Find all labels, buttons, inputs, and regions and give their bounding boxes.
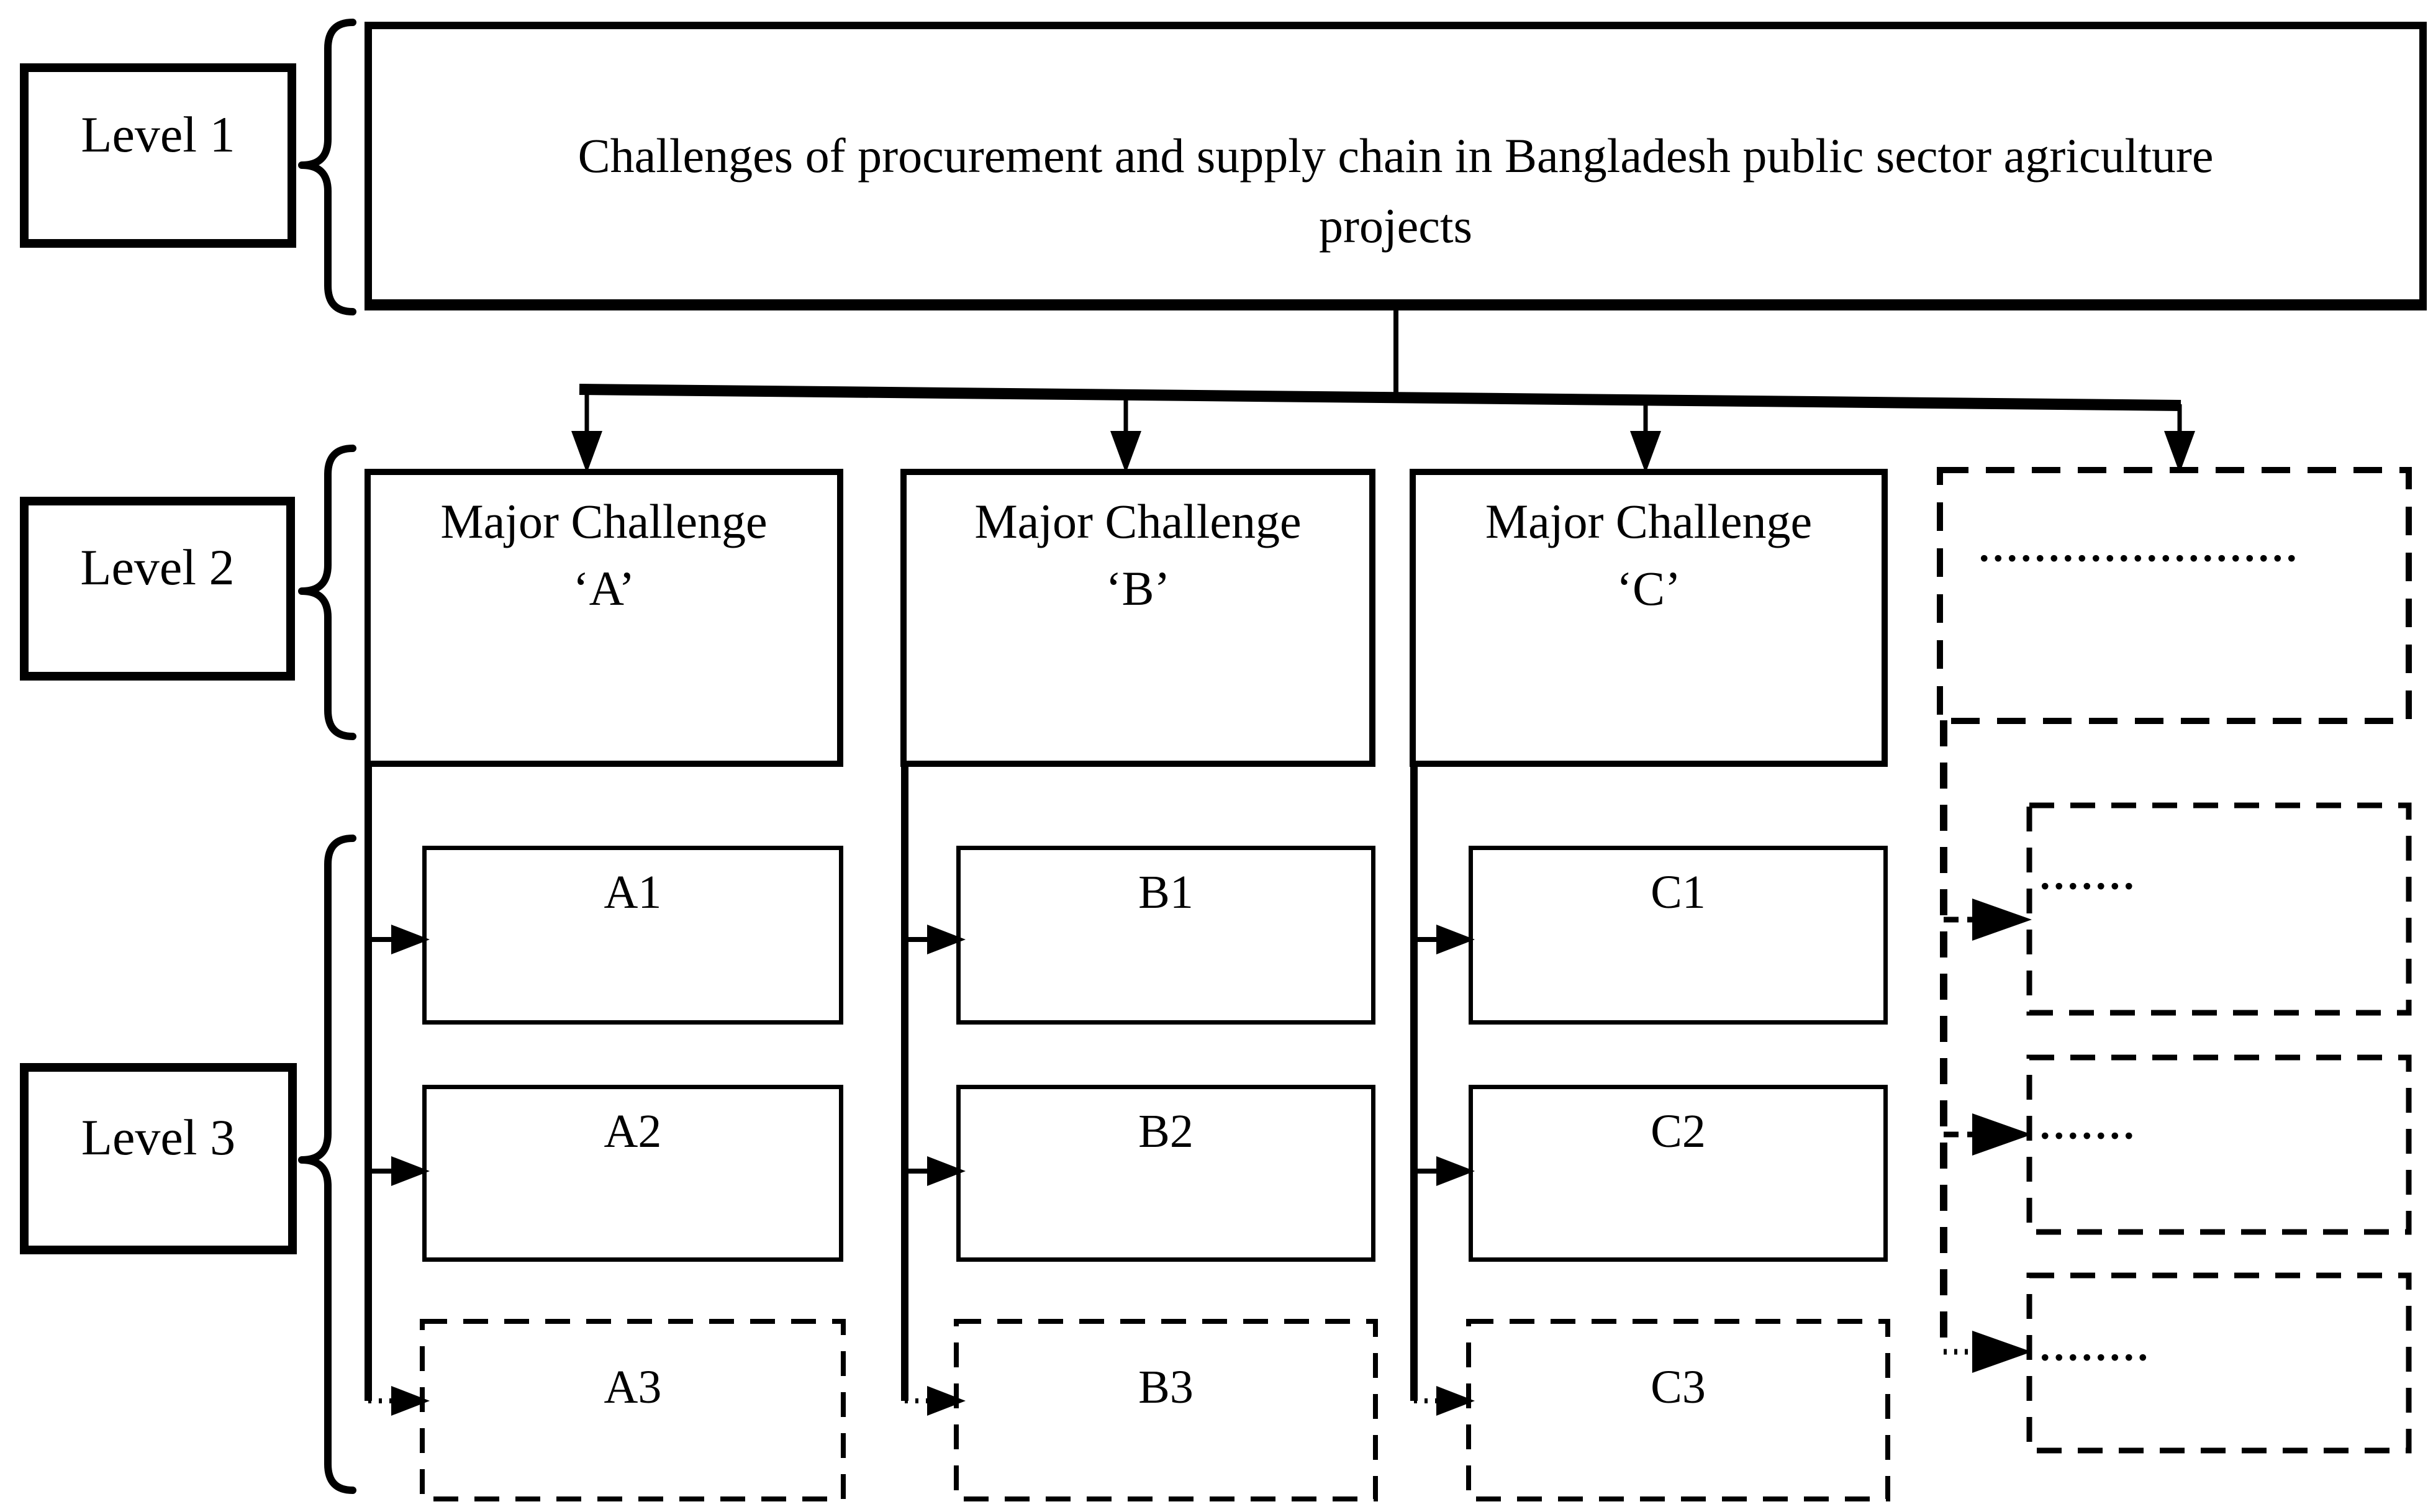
sub-label-b3: B3 [1138, 1361, 1194, 1413]
sub-label-a3: A3 [604, 1361, 662, 1413]
level-2-label: Level 2 [80, 539, 235, 595]
level-1-label-box: Level 1 [20, 63, 296, 248]
root-title: Challenges of procurement and supply cha… [578, 129, 2214, 253]
right-arrow-icon [1972, 899, 2032, 941]
sub-label-a2: A2 [604, 1105, 662, 1157]
sub-box-a1: A1 [422, 846, 843, 1025]
sub-label-c3: C3 [1651, 1361, 1706, 1413]
major-challenge-a-title: Major Challenge [440, 494, 768, 548]
sub-box-b1: B1 [956, 846, 1375, 1025]
level-3-label: Level 3 [81, 1109, 236, 1166]
major-challenge-d-dots: ....................... [1977, 512, 2299, 573]
column-d-connector [1940, 720, 1977, 1355]
column-b-connector [901, 764, 933, 1403]
sub-label-a1: A1 [604, 866, 662, 918]
level-2-brace [298, 445, 356, 740]
sub-dots-d3: ........ [2038, 1311, 2150, 1372]
sub-box-c2: C2 [1469, 1085, 1888, 1262]
sub-dots-d1: ....... [2038, 840, 2136, 901]
right-arrow-icon [1972, 1331, 2032, 1373]
root-connector [579, 307, 2182, 435]
major-challenge-c-title: Major Challenge [1485, 494, 1813, 548]
column-a-connector [365, 764, 397, 1403]
level-1-brace [298, 19, 356, 315]
major-challenge-b-box: Major Challenge ‘B’ [900, 469, 1375, 767]
column-d-arrowheads [1972, 899, 2032, 1373]
right-arrow-icon [1972, 1113, 2032, 1156]
sub-box-c1: C1 [1469, 846, 1888, 1025]
sub-box-b2: B2 [956, 1085, 1375, 1262]
level-3-label-box: Level 3 [20, 1063, 297, 1254]
down-arrow-icon [1110, 431, 1141, 473]
sub-dots-d2: ....... [2038, 1089, 2136, 1151]
major-challenge-a-letter: ‘A’ [573, 561, 635, 615]
root-title-box: Challenges of procurement and supply cha… [365, 22, 2427, 310]
level-3-brace [298, 835, 356, 1494]
down-arrow-icon [1630, 431, 1661, 473]
root-arrowheads [571, 431, 2195, 473]
level-2-label-box: Level 2 [20, 497, 295, 681]
major-challenge-c-box: Major Challenge ‘C’ [1410, 469, 1888, 767]
sub-box-a2: A2 [422, 1085, 843, 1262]
sub-label-c2: C2 [1651, 1105, 1706, 1157]
major-challenge-c-letter: ‘C’ [1616, 561, 1681, 615]
column-c-connector [1410, 764, 1442, 1403]
major-challenge-a-box: Major Challenge ‘A’ [365, 469, 843, 767]
major-challenge-b-title: Major Challenge [974, 494, 1302, 548]
major-challenge-b-letter: ‘B’ [1105, 561, 1171, 615]
down-arrow-icon [571, 431, 602, 473]
sub-label-c1: C1 [1651, 866, 1706, 918]
down-arrow-icon [2164, 431, 2195, 473]
root-crossbar-line [579, 384, 2181, 411]
sub-label-b2: B2 [1138, 1105, 1194, 1157]
level-1-label: Level 1 [81, 106, 235, 163]
sub-label-b1: B1 [1138, 866, 1194, 918]
